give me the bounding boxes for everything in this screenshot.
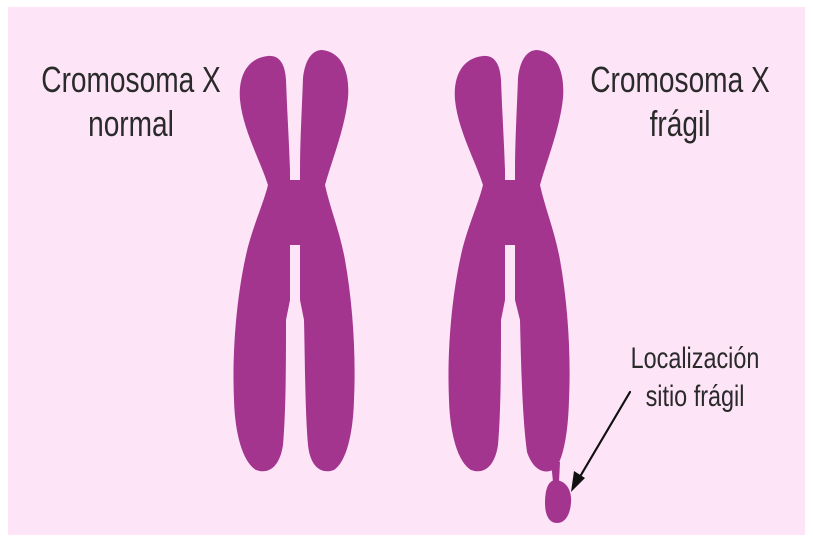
label-site-line2: sitio frágil	[617, 378, 773, 416]
fragile-site-neck	[551, 462, 560, 482]
normal-x-chromosome	[234, 50, 355, 471]
fragile-chromosome-right-chromatid	[515, 50, 570, 471]
label-fragile-line1: Cromosoma X	[583, 58, 778, 102]
fragile-site-tip	[545, 480, 571, 523]
label-normal-line2: normal	[41, 102, 220, 146]
label-fragile-line2: frágil	[583, 102, 778, 146]
fragile-chromosome-left-chromatid	[449, 56, 506, 471]
normal-chromosome-right-chromatid	[300, 50, 355, 471]
label-fragile-chromosome: Cromosoma X frágil	[583, 58, 778, 146]
fragile-x-chromosome	[449, 50, 572, 523]
label-fragile-site: Localización sitio frágil	[617, 340, 773, 416]
normal-centromere	[268, 180, 325, 245]
normal-chromosome-left-chromatid	[234, 56, 291, 471]
label-site-line1: Localización	[617, 340, 773, 378]
arrow-head	[571, 471, 585, 492]
label-normal-line1: Cromosoma X	[41, 58, 220, 102]
label-normal-chromosome: Cromosoma X normal	[41, 58, 220, 146]
fragile-centromere	[483, 180, 540, 245]
